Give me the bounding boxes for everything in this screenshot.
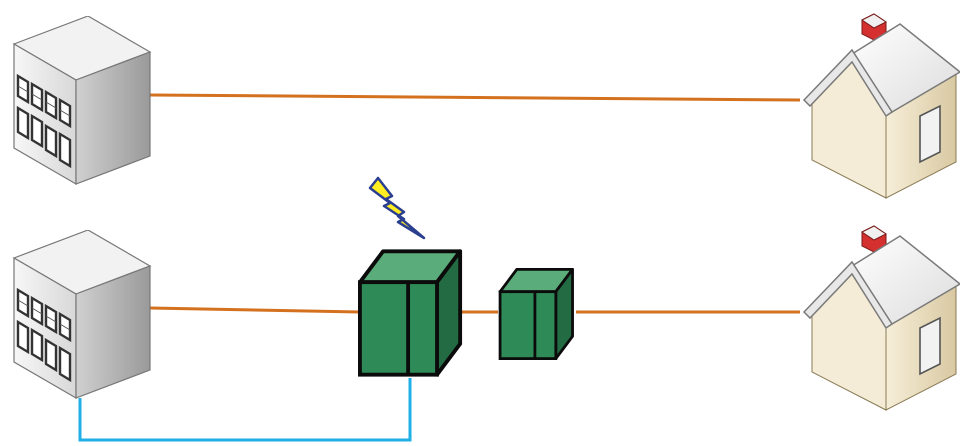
lightning-bolt-icon: [368, 176, 426, 240]
house-bottom-icon: [803, 225, 960, 411]
office-building-top-icon: [12, 16, 152, 186]
street-cabinet-small-icon: [498, 268, 575, 360]
office-building-bottom-icon: [12, 230, 152, 400]
copper-link-building-to-cabinet: [149, 306, 361, 314]
copper-link-top: [149, 93, 801, 102]
house-top-icon: [803, 13, 960, 199]
street-cabinet-large-icon: [358, 249, 463, 377]
link-lines: [78, 93, 801, 442]
fiber-link: [78, 378, 412, 442]
